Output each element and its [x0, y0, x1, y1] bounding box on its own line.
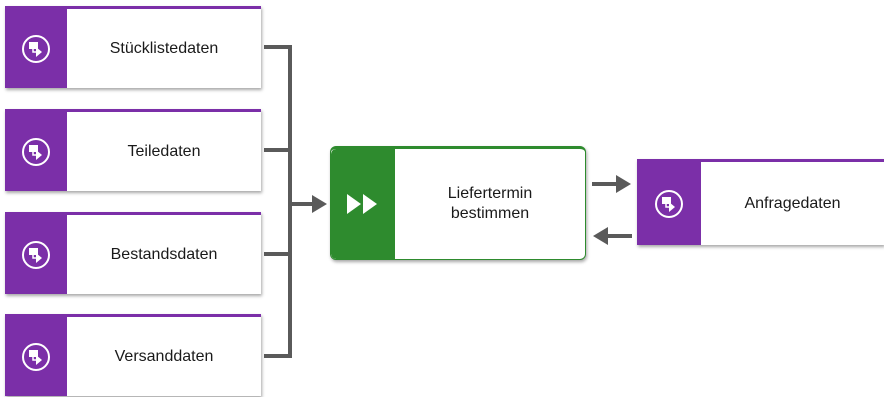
data-object-icon: [22, 240, 50, 269]
fast-forward-icon: [347, 194, 377, 214]
function-label-line2: bestimmen: [450, 205, 530, 222]
data-object-teiledaten[interactable]: Teiledaten: [5, 109, 261, 191]
data-object-label: Bestandsdaten: [110, 245, 218, 263]
data-side-panel: [5, 215, 67, 294]
data-object-stuecklistedaten[interactable]: Stücklistedaten: [5, 6, 261, 88]
data-object-label: Teiledaten: [127, 142, 201, 160]
arrowhead-to-output: [616, 175, 631, 193]
data-object-anfragedaten[interactable]: Anfragedaten: [637, 159, 884, 245]
data-side-panel: [637, 162, 701, 245]
function-label-line1: Liefertermin: [447, 185, 533, 202]
function-liefertermin-bestimmen[interactable]: Liefertermin bestimmen: [330, 146, 586, 260]
arrowhead-to-function: [312, 195, 327, 213]
function-side-panel: [331, 149, 395, 259]
data-object-versanddaten[interactable]: Versanddaten: [5, 314, 261, 396]
data-object-icon: [22, 342, 50, 371]
data-side-panel: [5, 317, 67, 396]
data-side-panel: [5, 9, 67, 88]
data-object-label: Anfragedaten: [744, 194, 841, 212]
data-object-icon: [655, 189, 683, 218]
data-object-bestandsdaten[interactable]: Bestandsdaten: [5, 212, 261, 294]
data-object-label: Versanddaten: [114, 347, 214, 365]
function-label: Liefertermin bestimmen: [395, 149, 585, 259]
data-side-panel: [5, 112, 67, 191]
arrowhead-from-output: [593, 227, 608, 245]
data-object-label: Stücklistedaten: [109, 39, 219, 57]
data-object-icon: [22, 137, 50, 166]
data-object-icon: [22, 34, 50, 63]
